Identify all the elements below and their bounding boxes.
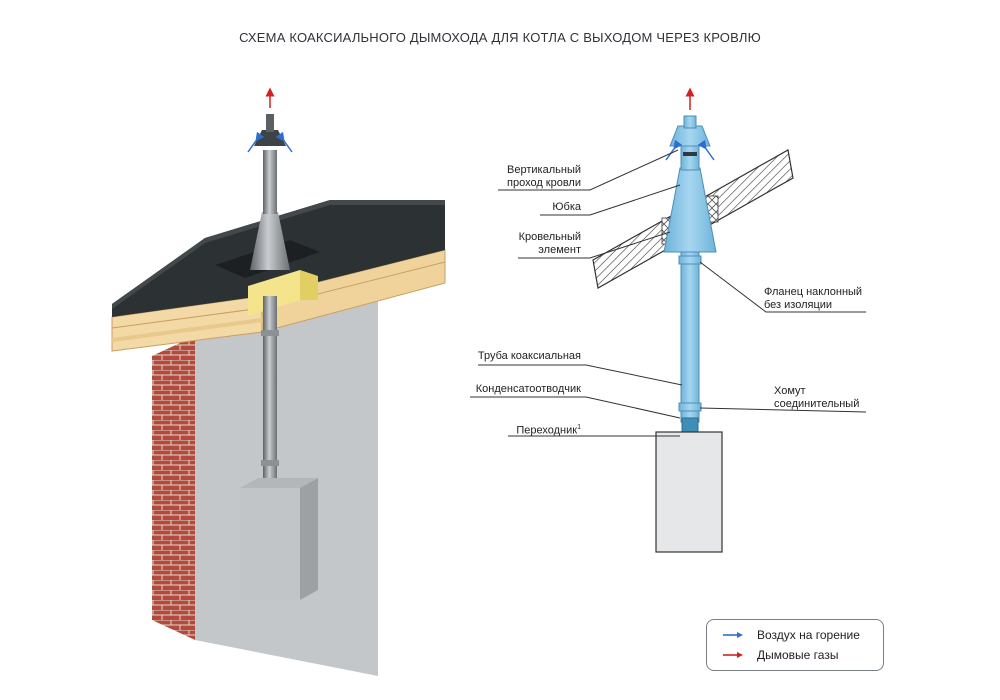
legend: Воздух на горение Дымовые газы [706,619,884,671]
label-roof-element-line2: элемент [538,244,581,256]
blue-arrow-icon [723,632,743,638]
label-flange-line2: без изоляции [764,299,833,311]
label-vertical-pass-line1: Вертикальный [507,164,581,176]
label-vertical-pass: Вертикальный проход кровли [507,164,581,190]
label-skirt: Юбка [552,201,581,213]
leader-clamp [699,407,867,413]
leader-condensate [470,396,681,419]
right-schematic [470,87,867,553]
diagram-title: СХЕМА КОАКСИАЛЬНОГО ДЫМОХОДА ДЛЯ КОТЛА С… [239,30,761,45]
label-clamp: Хомут соединительный [774,385,859,411]
label-clamp-line1: Хомут [774,385,806,397]
red-arrow-icon [723,652,743,658]
label-roof-element-line1: Кровельный [518,231,581,243]
leader-flange [699,261,866,313]
leader-coaxial-pipe [478,364,683,386]
leader-roof-element [518,231,671,259]
left-boiler [240,488,300,600]
left-boiler-side [300,478,318,600]
right-air-arrow-right [697,139,715,161]
legend-air-label: Воздух на горение [757,628,860,642]
left-cone [250,212,290,270]
label-adapter-sup: 1 [577,424,581,431]
leader-skirt [540,184,681,216]
label-flange: Фланец наклонный без изоляции [764,286,862,312]
label-vertical-pass-line2: проход кровли [507,177,581,189]
left-air-arrow-left [247,131,265,153]
left-pipe-lower [263,296,277,484]
label-adapter-text: Переходник [516,424,578,437]
leader-vertical-pass [498,149,679,191]
label-clamp-line2: соединительный [774,398,860,410]
left-boiler-top [240,478,318,488]
label-roof-element: Кровельный элемент [519,231,581,257]
label-flange-line1: Фланец наклонный [764,286,863,298]
right-boiler [655,431,723,553]
left-air-arrow-right [275,131,293,153]
legend-item-air: Воздух на горение [723,627,860,643]
brick-wall [152,336,195,640]
right-cone [663,167,717,253]
legend-gases-label: Дымовые газы [757,648,839,662]
label-coaxial-pipe: Труба коаксиальная [477,350,581,362]
left-illustration [111,87,446,676]
legend-item-gases: Дымовые газы [723,647,838,663]
left-pipe-upper [263,150,277,214]
left-cap [254,130,286,146]
right-pipe-lower [680,251,700,423]
label-condensate-trap: Конденсатоотводчик [475,383,581,395]
label-adapter: Переходник1 [516,421,581,438]
right-cap [669,125,711,147]
